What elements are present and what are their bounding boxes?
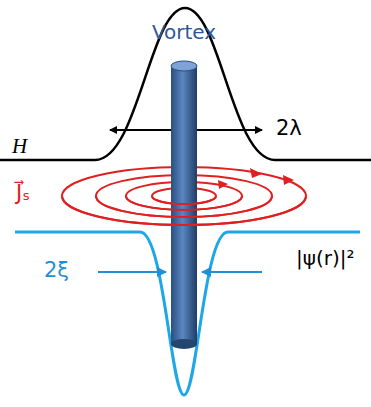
lambda-label: 2λ: [276, 118, 302, 139]
current-loops-front: [62, 196, 306, 225]
vortex-label: Vortex: [152, 22, 216, 42]
xi-arrow-left: [98, 271, 166, 273]
current-arrowheads: [218, 168, 294, 189]
field-label: H: [12, 136, 27, 157]
xi-arrow-right: [202, 271, 262, 273]
current-label: J⃗ₛ: [16, 183, 30, 204]
order-parameter-label: |ψ(r)|²: [296, 248, 355, 268]
xi-label: 2ξ: [44, 260, 69, 281]
